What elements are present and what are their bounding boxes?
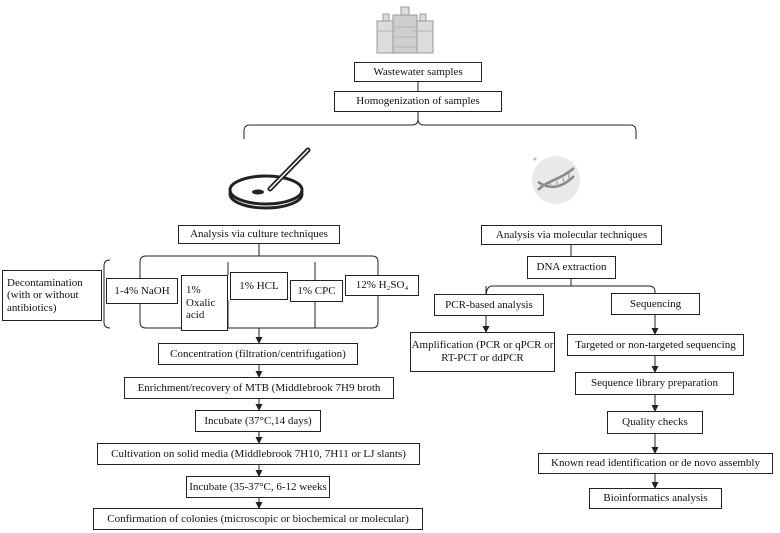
cultivation-box: Cultivation on solid media (Middlebrook …: [97, 443, 420, 465]
water-bottles-icon: [376, 6, 434, 54]
confirmation-box: Confirmation of colonies (microscopic or…: [93, 508, 423, 530]
quality-checks-box: Quality checks: [607, 411, 703, 434]
dna-extraction-box: DNA extraction: [527, 256, 616, 279]
concentration-box: Concentration (filtration/centrifugation…: [158, 343, 358, 365]
cpc-box: 1% CPC: [290, 280, 343, 302]
dna-helix-icon: [532, 156, 580, 204]
molecular-split: [485, 279, 656, 299]
targeted-sequencing-box: Targeted or non-targeted sequencing: [567, 334, 744, 356]
naoh-box: 1-4% NaOH: [106, 278, 178, 304]
top-brace: [243, 112, 637, 139]
petri-dish-icon: [228, 147, 311, 210]
pcr-analysis-box: PCR-based analysis: [434, 294, 544, 316]
oxalic-acid-box: 1% Oxalic acid: [181, 275, 228, 331]
culture-analysis-box: Analysis via culture techniques: [178, 225, 340, 244]
hcl-box: 1% HCL: [230, 272, 288, 300]
enrichment-box: Enrichment/recovery of MTB (Middlebrook …: [124, 377, 394, 399]
homogenization-box: Homogenization of samples: [334, 91, 502, 112]
sequencing-box: Sequencing: [611, 293, 700, 315]
decontamination-box: Decontamination (with or without antibio…: [2, 270, 102, 321]
known-read-box: Known read identification or de novo ass…: [538, 453, 773, 474]
wastewater-samples-box: Wastewater samples: [354, 62, 482, 82]
decon-bracket: [103, 259, 111, 329]
incubate-14-days-box: Incubate (37°C,14 days): [195, 410, 321, 432]
h2so4-box: 12% H₂SO₄: [345, 275, 419, 296]
molecular-analysis-box: Analysis via molecular techniques: [481, 225, 662, 245]
incubate-weeks-box: Incubate (35-37°C, 6-12 weeks: [186, 476, 330, 498]
culture-brace: [139, 243, 379, 263]
amplification-box: Amplification (PCR or qPCR or RT-PCT or …: [410, 332, 555, 372]
library-preparation-box: Sequence library preparation: [575, 372, 734, 395]
bioinformatics-box: Bioinformatics analysis: [589, 488, 722, 509]
